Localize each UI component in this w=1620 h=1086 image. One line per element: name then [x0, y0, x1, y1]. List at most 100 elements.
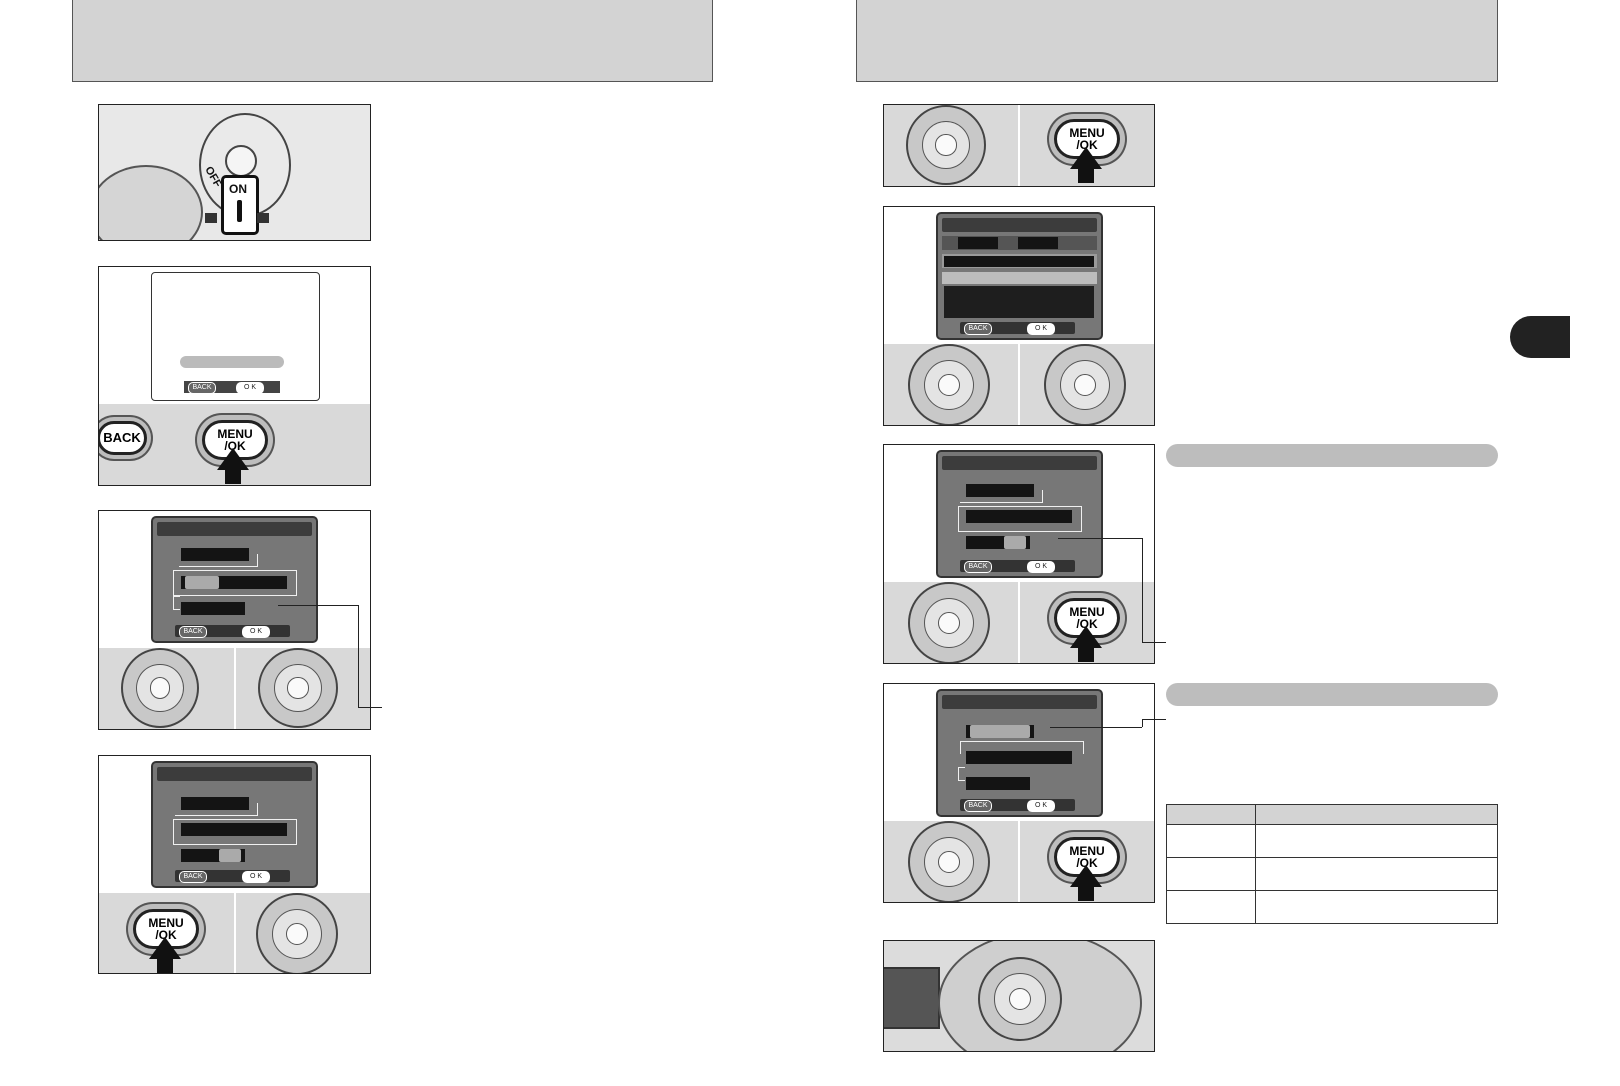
- figure-start-screen: BACK O K BACK MENU /OK: [98, 266, 371, 486]
- left-page-header: [72, 0, 713, 82]
- callout-leader-line: [1142, 719, 1143, 727]
- lcd-field-2: [966, 510, 1072, 523]
- dial-panel-left: [884, 105, 1018, 186]
- four-way-controller[interactable]: [908, 582, 990, 663]
- lcd-field-frame-1: [179, 554, 258, 567]
- callout-leader-line: [1142, 719, 1166, 720]
- format-table: [1166, 804, 1498, 924]
- button-panel-right: MENU /OK: [1020, 582, 1154, 663]
- four-way-controller[interactable]: [258, 648, 338, 728]
- lcd-white-screen: BACK O K: [151, 272, 320, 401]
- callout-leader-line: [278, 605, 358, 606]
- power-switch[interactable]: ON: [221, 175, 259, 235]
- lcd-title-bar: [942, 218, 1097, 232]
- lcd-footer: BACK O K: [960, 560, 1075, 573]
- dial-panel-left: [884, 344, 1018, 425]
- table-row: [1166, 890, 1498, 924]
- dial-panel-left: [884, 821, 1018, 902]
- dial-panel-right: [1020, 344, 1154, 425]
- lcd-field-frame-2: [958, 767, 965, 781]
- lcd-selected-cell: [185, 576, 219, 589]
- command-dial[interactable]: [906, 105, 986, 185]
- lcd-title-bar: [157, 767, 312, 781]
- lcd-footer: BACK O K: [960, 322, 1075, 335]
- lcd-field-frame-1: [175, 803, 258, 816]
- lcd-monitor: [884, 967, 940, 1029]
- callout-leader-line: [1058, 538, 1142, 539]
- four-way-controller[interactable]: [1044, 344, 1126, 425]
- callout-leader-line: [358, 707, 382, 708]
- table-header-row: [1166, 804, 1498, 825]
- button-panel: BACK MENU /OK: [99, 404, 370, 485]
- press-arrow: [1070, 147, 1102, 183]
- button-panel-right: MENU /OK: [1020, 821, 1154, 902]
- lcd-ok-pill: O K: [1027, 561, 1055, 573]
- press-arrow: [1070, 626, 1102, 662]
- figure-menu-open: MENU /OK: [883, 104, 1155, 187]
- exposure-comp-icon-right: [257, 213, 269, 223]
- lcd-footer: BACK O K: [175, 870, 290, 883]
- lcd-back-pill: BACK: [964, 561, 992, 573]
- camera-top-outline: [99, 165, 203, 240]
- button-panel-left: MENU /OK: [99, 893, 234, 973]
- chapter-side-tab: [1510, 316, 1570, 358]
- lcd-ok-pill: O K: [1027, 800, 1055, 812]
- lcd-footer: BACK O K: [960, 799, 1075, 812]
- lcd-title-bar: [942, 456, 1097, 470]
- four-way-controller[interactable]: [908, 821, 990, 902]
- lcd-footer: BACK O K: [175, 625, 290, 638]
- lcd-field-1: [966, 484, 1034, 497]
- table-header-cell: [1166, 804, 1256, 825]
- lcd-title-bar: [942, 695, 1097, 709]
- lcd-field-frame-2: [173, 570, 297, 596]
- command-dial[interactable]: [256, 893, 338, 973]
- figure-setup-menu: BACK O K: [883, 206, 1155, 426]
- dial-panel-right: [236, 648, 370, 729]
- lcd-row-highlight: [942, 272, 1097, 284]
- section-header-band: [1166, 444, 1498, 467]
- table-header-cell: [1255, 804, 1498, 825]
- lcd-footer: BACK O K: [184, 381, 280, 394]
- lcd-ok-pill: O K: [242, 871, 270, 883]
- lcd-setup-screen: BACK O K: [936, 212, 1103, 340]
- press-arrow: [1070, 865, 1102, 901]
- lcd-ok-pill: O K: [242, 626, 270, 638]
- table-cell: [1166, 824, 1256, 858]
- figure-camera-rear: [883, 940, 1155, 1052]
- table-cell: [1255, 824, 1498, 858]
- lcd-field-frame-2: [958, 506, 1082, 532]
- lcd-date-screen: BACK O K: [151, 516, 318, 643]
- lcd-back-pill: BACK: [188, 382, 216, 394]
- figure-date-format-step1: BACK O K MENU /OK: [883, 444, 1155, 664]
- lcd-ok-pill: O K: [1027, 323, 1055, 335]
- table-cell: [1255, 890, 1498, 924]
- back-button[interactable]: BACK: [99, 421, 147, 455]
- lcd-tab-2: [1018, 237, 1058, 249]
- dial-panel-left: [884, 582, 1018, 663]
- lcd-field-2: [966, 751, 1072, 764]
- figure-date-set-step2: BACK O K MENU /OK: [98, 755, 371, 974]
- figure-date-set-step1: BACK O K: [98, 510, 371, 730]
- dial-panel-right: [236, 893, 370, 973]
- lcd-row-selected: [944, 256, 1094, 267]
- table-row: [1166, 857, 1498, 891]
- lcd-list-body: [944, 286, 1094, 318]
- four-way-controller[interactable]: [908, 344, 990, 425]
- callout-leader-line: [1142, 538, 1143, 642]
- figure-power-switch: OFF ON: [98, 104, 371, 241]
- lcd-field-3: [966, 777, 1030, 790]
- shutter-button: [225, 145, 257, 177]
- exposure-comp-icon-left: [205, 213, 217, 223]
- power-on-label: ON: [229, 182, 247, 196]
- progress-bar: [180, 356, 284, 368]
- lcd-field-2: [181, 823, 287, 836]
- lcd-selected-cell: [219, 849, 241, 862]
- lcd-field-1: [181, 548, 249, 561]
- lcd-field-frame-1: [960, 490, 1043, 503]
- lcd-back-pill: BACK: [179, 626, 207, 638]
- table-cell: [1166, 857, 1256, 891]
- figure-date-format-step2: BACK O K MENU /OK: [883, 683, 1155, 903]
- command-dial[interactable]: [121, 648, 199, 728]
- press-arrow: [149, 937, 181, 973]
- command-dial[interactable]: [978, 957, 1062, 1041]
